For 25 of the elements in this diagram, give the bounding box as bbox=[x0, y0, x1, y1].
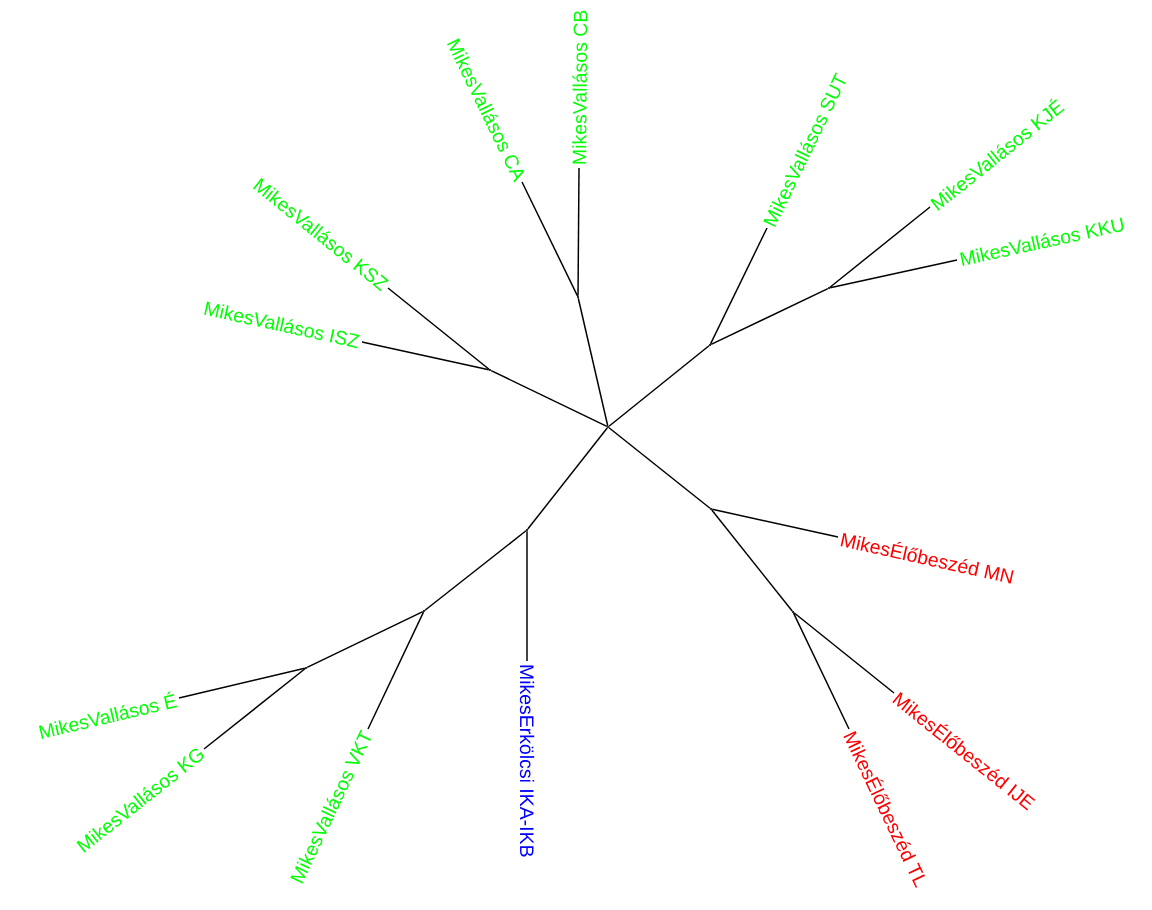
branch-line bbox=[711, 509, 793, 612]
branch-line bbox=[829, 259, 958, 289]
branch-line bbox=[521, 181, 579, 297]
tip-label: MikesErkölcsi IKA-IKB bbox=[519, 665, 535, 857]
branch-line bbox=[178, 667, 306, 699]
branch-line bbox=[527, 427, 608, 530]
branch-line bbox=[387, 287, 490, 370]
branch-line bbox=[361, 341, 490, 371]
branch-line bbox=[203, 668, 306, 750]
branch-line bbox=[608, 345, 710, 427]
branch-line bbox=[490, 369, 608, 428]
branch-line bbox=[710, 287, 829, 346]
branch-line bbox=[367, 611, 425, 730]
branch-line bbox=[577, 167, 580, 297]
branch-line bbox=[526, 530, 528, 662]
branch-line bbox=[711, 508, 839, 538]
branch-line bbox=[577, 297, 609, 427]
branch-line bbox=[829, 206, 931, 288]
branch-line bbox=[709, 227, 768, 345]
branch-line bbox=[792, 612, 850, 730]
branch-line bbox=[793, 612, 895, 694]
branch-line bbox=[306, 610, 424, 669]
tip-label: MikesVallásos CB bbox=[572, 10, 588, 164]
branch-line bbox=[424, 530, 527, 611]
branch-line bbox=[608, 427, 711, 509]
